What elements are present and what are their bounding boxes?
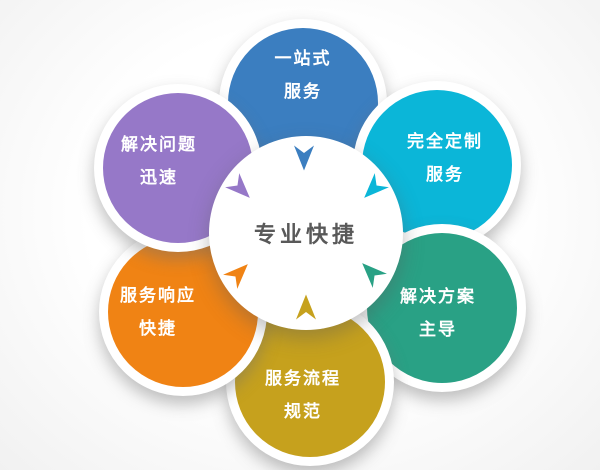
node-fully-customized-service-label: 完全定制 服务 <box>407 125 483 191</box>
node-quick-problem-solving-label: 解决问题 迅速 <box>121 128 197 194</box>
label-line-1: 服务响应 <box>120 285 196 305</box>
label-line-2: 服务 <box>284 82 322 101</box>
node-solution-led-label: 解决方案 主导 <box>400 280 476 346</box>
label-line-2: 规范 <box>284 402 322 421</box>
arrow-service-process-icon <box>296 294 316 320</box>
arrow-problem-solving-icon <box>225 173 250 198</box>
node-one-stop-service-label: 一站式 服务 <box>275 42 332 108</box>
arrow-one-stop-icon <box>294 145 314 171</box>
arrow-fully-customized-icon <box>364 173 389 198</box>
label-line-1: 完全定制 <box>407 131 483 151</box>
node-fast-service-response-label: 服务响应 快捷 <box>120 279 196 345</box>
arrow-fast-response-icon <box>223 264 248 289</box>
arrow-solution-led-icon <box>362 263 387 288</box>
label-line-1: 服务流程 <box>265 368 341 388</box>
node-service-process-standard-label: 服务流程 规范 <box>265 362 341 428</box>
label-line-1: 解决方案 <box>400 286 476 306</box>
label-line-2: 迅速 <box>140 168 178 187</box>
label-line-1: 解决问题 <box>121 134 197 154</box>
center-label: 专业快捷 <box>253 222 358 247</box>
label-line-2: 服务 <box>426 165 464 184</box>
label-line-2: 快捷 <box>139 319 177 338</box>
label-line-2: 主导 <box>419 320 457 339</box>
label-line-1: 一站式 <box>274 48 332 68</box>
